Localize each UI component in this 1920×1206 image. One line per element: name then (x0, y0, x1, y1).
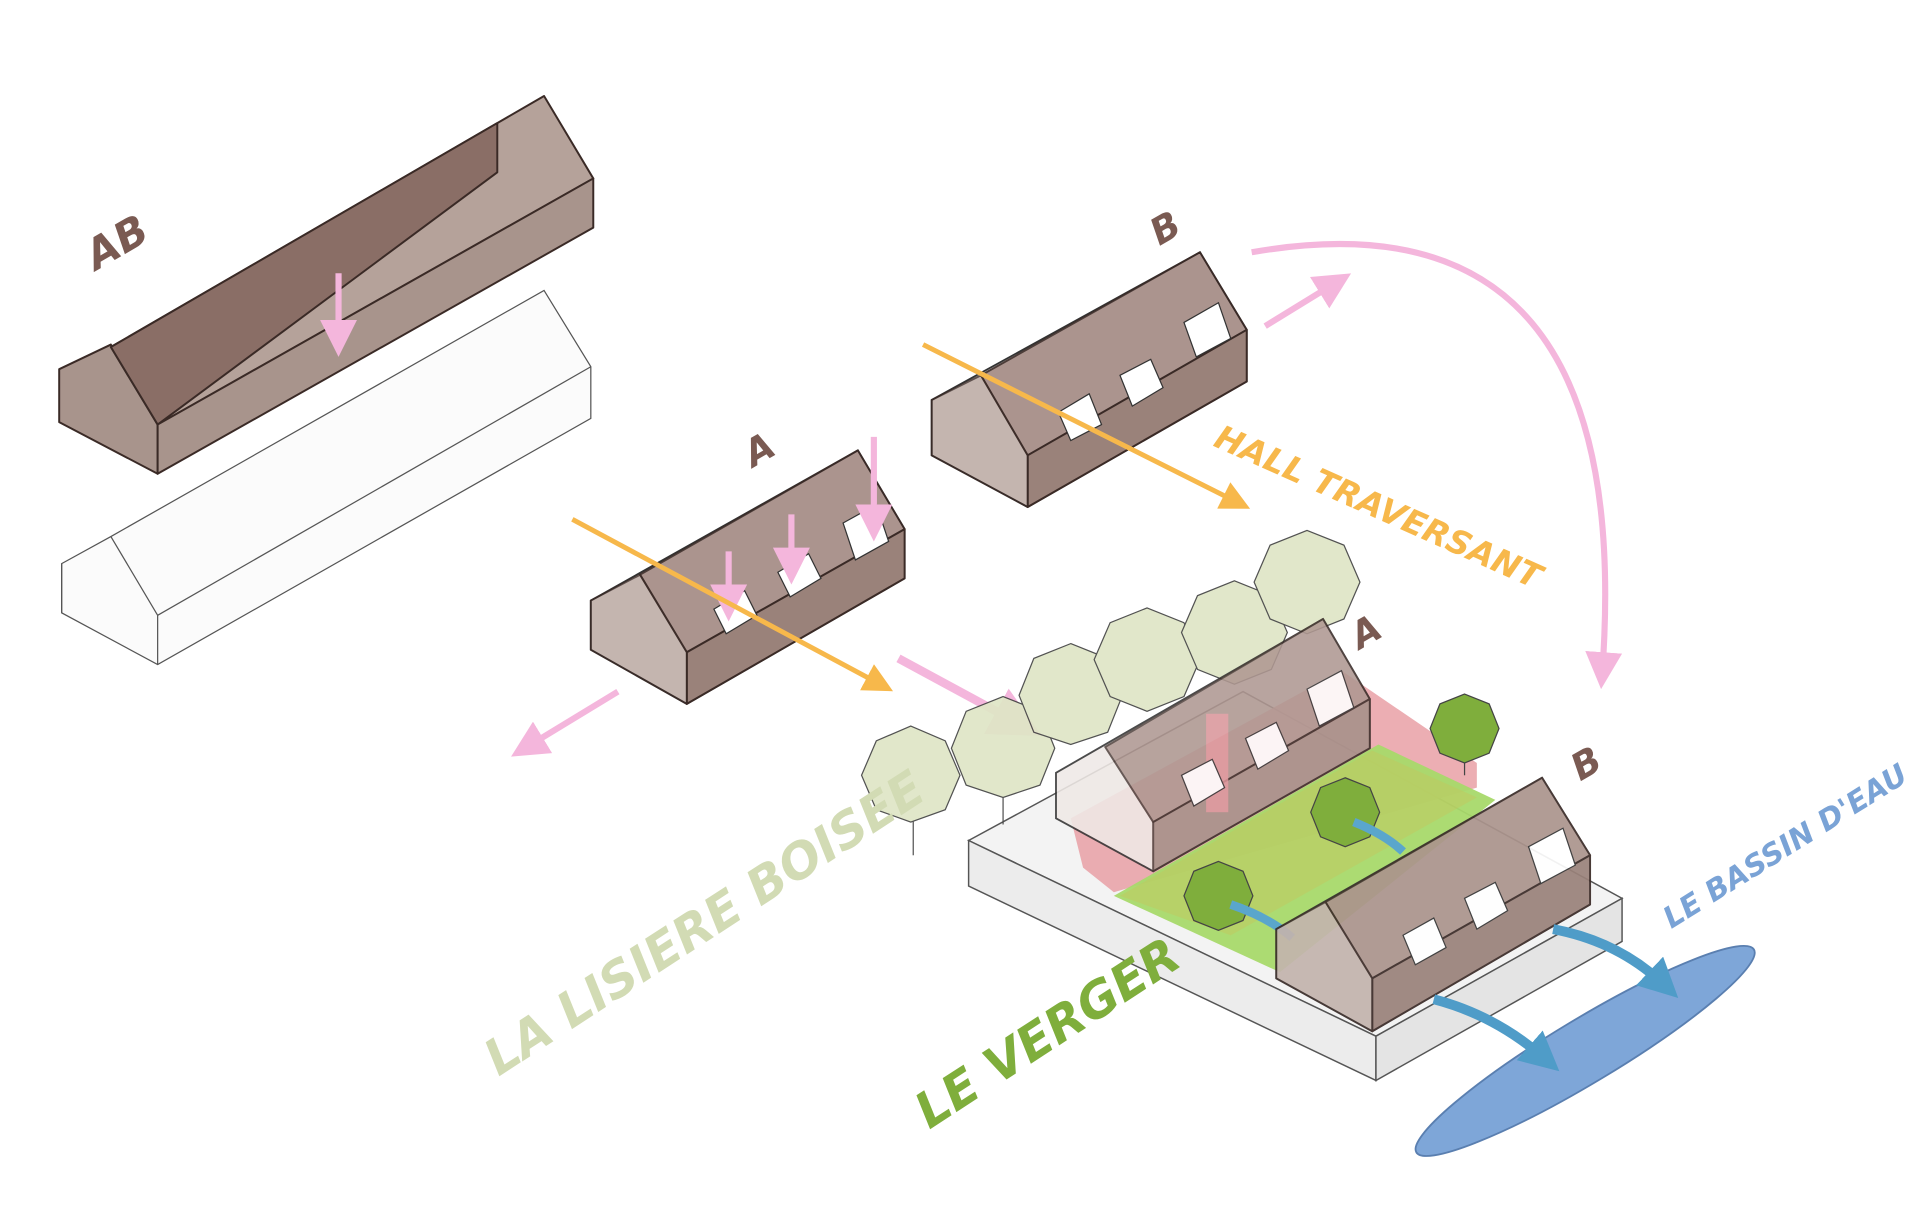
water-flow-arrow (1432, 994, 1560, 1072)
water-basin (1414, 944, 1756, 1157)
roof-ab (58, 95, 595, 475)
pink-arrow-b-curve (1251, 241, 1623, 690)
label-b-assembled: B (1563, 738, 1609, 789)
yellow-arrow-hall-a (571, 517, 894, 692)
label-a-exploded: A (734, 424, 783, 477)
label-ab: AB (74, 205, 157, 281)
label-verger: LE VERGER (904, 926, 1190, 1140)
label-a-assembled: A (1340, 606, 1389, 659)
yellow-arrow-hall-b (921, 342, 1251, 509)
house-b-assembled (1275, 776, 1592, 1033)
house-a-exploded (589, 449, 906, 705)
label-bassin-deau: LE BASSIN D'EAU (1657, 757, 1914, 935)
water-flow-arrow (1352, 818, 1406, 855)
house-volume-outline (61, 289, 592, 666)
label-b-exploded: B (1142, 203, 1188, 254)
pink-arrow-b-up (1263, 273, 1352, 329)
water-flow-arrow (1552, 924, 1679, 999)
trees-woodland (860, 529, 1361, 856)
house-b-exploded (930, 251, 1248, 509)
house-a-assembled (1055, 617, 1371, 873)
pink-arrow-left (511, 688, 620, 757)
label-lisiere-boisee: LA LISIERE BOISEE (473, 759, 935, 1087)
